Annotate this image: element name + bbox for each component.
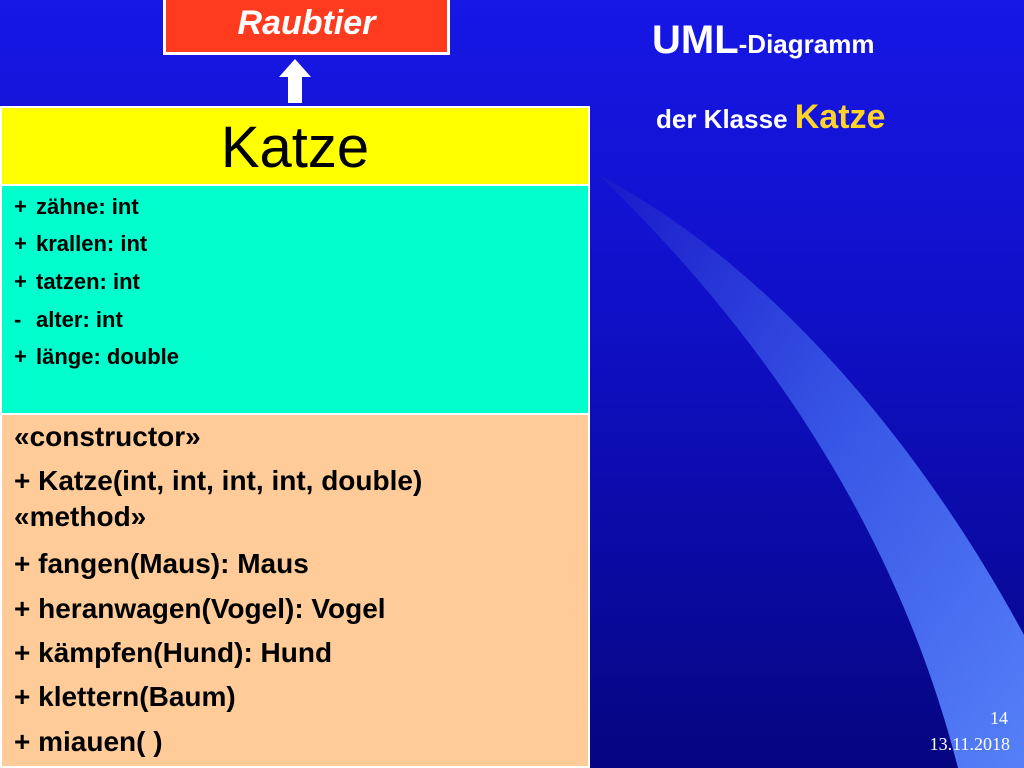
operation-row: + heranwagen(Vogel): Vogel — [14, 593, 386, 624]
constructor-stereotype: «constructor» — [14, 421, 201, 452]
class-name-compartment: Katze — [0, 106, 590, 186]
attribute-row: -alter: int — [14, 307, 123, 333]
attribute-text: alter: int — [36, 307, 123, 332]
slide-number: 14 — [990, 708, 1008, 728]
slide-date: 13.11.2018 — [929, 734, 1010, 754]
attribute-visibility: + — [14, 344, 27, 369]
attribute-row: + tatzen: int — [14, 269, 140, 295]
operation-row: + kämpfen(Hund): Hund — [14, 637, 333, 668]
attribute-visibility: - — [14, 307, 22, 332]
subtitle-class-name: Katze — [794, 98, 886, 136]
slide-subtitle: der Klasse Katze — [656, 98, 885, 137]
operation-row: + fangen(Maus): Maus — [14, 548, 309, 579]
operation-row: + Katze(int, int, int, int, double) — [14, 465, 423, 496]
slide-title: UML-Diagramm — [652, 18, 874, 63]
uml-class-katze: Katze + zähne: int + krallen: int + tatzen:… — [0, 106, 590, 768]
parent-class-box: Raubtier — [163, 0, 450, 55]
attribute-row: + länge: double — [14, 344, 179, 370]
attribute-row: + krallen: int — [14, 231, 147, 257]
attribute-text: tatzen: int — [36, 269, 140, 294]
operation-compartment: «constructor» + Katze(int, int, int, int… — [0, 415, 590, 768]
inheritance-arrow — [279, 59, 311, 103]
attribute-text: zähne: int — [36, 194, 139, 219]
subtitle-prefix: der Klasse — [656, 104, 795, 134]
attribute-text: krallen: int — [36, 231, 148, 256]
attribute-visibility: + — [14, 231, 27, 256]
attribute-compartment: + zähne: int + krallen: int + tatzen: int -… — [0, 186, 590, 415]
operation-row: + klettern(Baum) — [14, 681, 236, 712]
attribute-visibility: + — [14, 194, 27, 219]
operation-row: + miauen( ) — [14, 726, 163, 757]
attribute-visibility: + — [14, 269, 27, 294]
attribute-row: + zähne: int — [14, 194, 139, 220]
title-rest: -Diagramm — [738, 29, 875, 59]
attribute-text: länge: double — [36, 344, 179, 369]
class-name: Katze — [220, 115, 370, 180]
parent-class-name: Raubtier — [237, 4, 376, 42]
title-uml: UML — [652, 18, 739, 62]
method-stereotype: «method» — [14, 501, 147, 532]
